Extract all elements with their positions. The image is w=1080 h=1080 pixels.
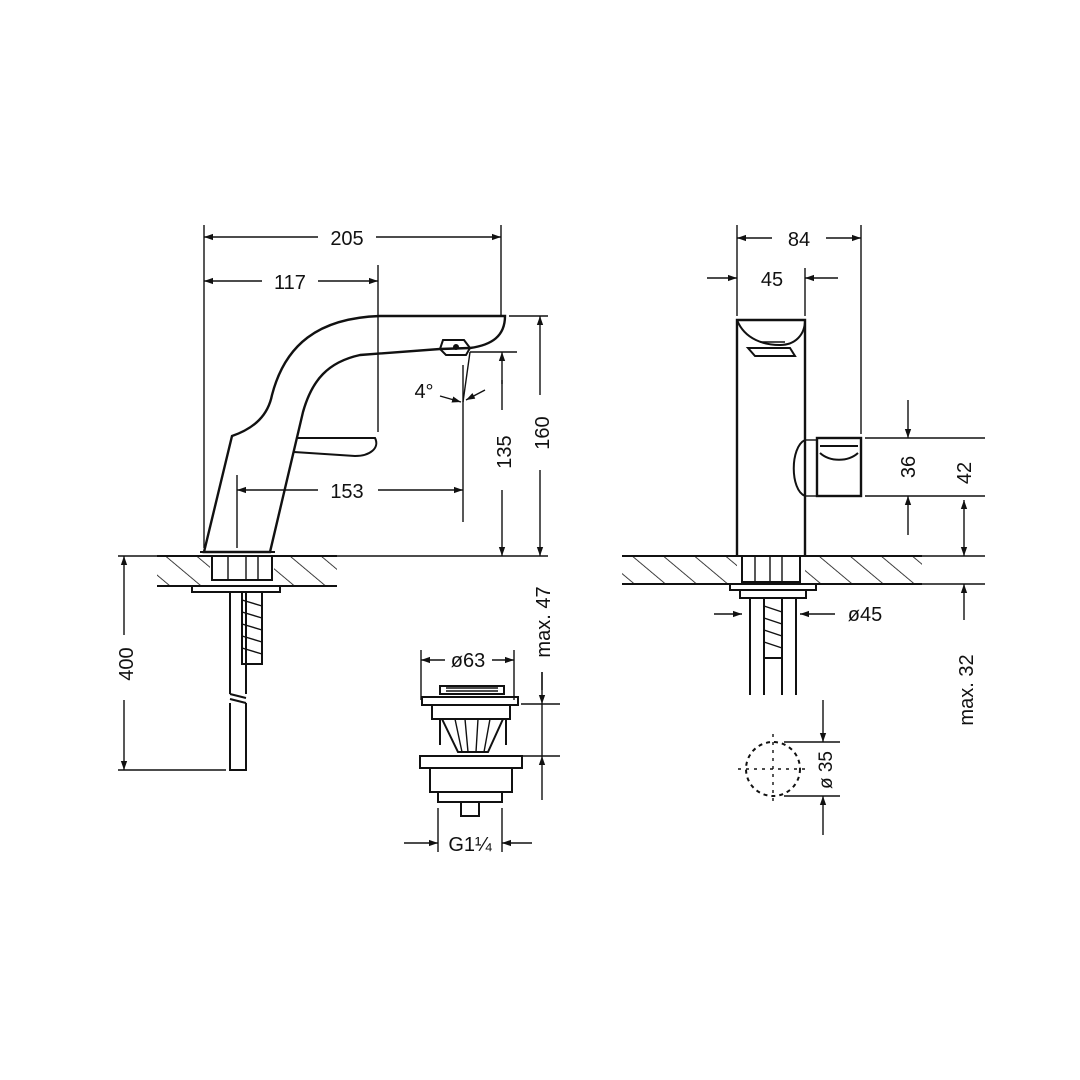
- dim-160-label: 160: [532, 416, 554, 449]
- dim-d45: ø45: [714, 604, 882, 626]
- dim-thread: G1¼: [404, 834, 532, 856]
- dim-135-label: 135: [494, 435, 516, 468]
- dim-36-label: 36: [898, 456, 920, 478]
- dim-angle: 4°: [414, 351, 486, 403]
- side-view: 205 117 153 4° 135 160: [116, 225, 555, 771]
- dim-45-label: 45: [761, 269, 783, 291]
- dim-42-label: 42: [954, 462, 976, 484]
- dim-45: 45: [707, 269, 838, 291]
- dim-135: 135: [494, 352, 516, 556]
- dim-117: 117: [204, 272, 378, 294]
- mounting-hole: ø 35: [738, 700, 840, 835]
- dim-205-label: 205: [330, 228, 363, 250]
- dim-d35-label: ø 35: [816, 751, 837, 789]
- front-view: 84 45 36 42 max. 32 ø45: [622, 225, 985, 835]
- dim-160: 160: [532, 316, 554, 556]
- dim-d63: ø63: [421, 650, 514, 672]
- countertop-front: [622, 555, 985, 585]
- faucet-body-side: [191, 314, 507, 771]
- dim-max-47-label: max. 47: [533, 586, 555, 657]
- dim-angle-label: 4°: [414, 381, 433, 403]
- dim-153: 153: [237, 481, 463, 503]
- dim-153-label: 153: [330, 481, 363, 503]
- dim-84: 84: [737, 229, 861, 251]
- faucet-body-front: [729, 318, 863, 695]
- extension-lines-drain: [420, 650, 560, 852]
- dim-max-47: max. 47: [533, 586, 555, 657]
- dim-205: 205: [204, 228, 501, 250]
- dim-thread-label: G1¼: [448, 834, 492, 856]
- dim-36: 36: [898, 400, 920, 535]
- dim-max-32-label: max. 32: [956, 654, 978, 725]
- dim-d45-label: ø45: [848, 604, 882, 626]
- dim-d63-label: ø63: [451, 650, 485, 672]
- dim-max-32: max. 32: [956, 654, 978, 725]
- dim-400-label: 400: [116, 647, 138, 680]
- drain-view: ø63 G1¼: [404, 650, 560, 856]
- dim-84-label: 84: [788, 229, 810, 251]
- drain-assembly: [419, 685, 523, 817]
- dim-400: 400: [116, 556, 138, 770]
- dim-117-label: 117: [274, 272, 306, 294]
- dim-42: 42: [954, 462, 976, 620]
